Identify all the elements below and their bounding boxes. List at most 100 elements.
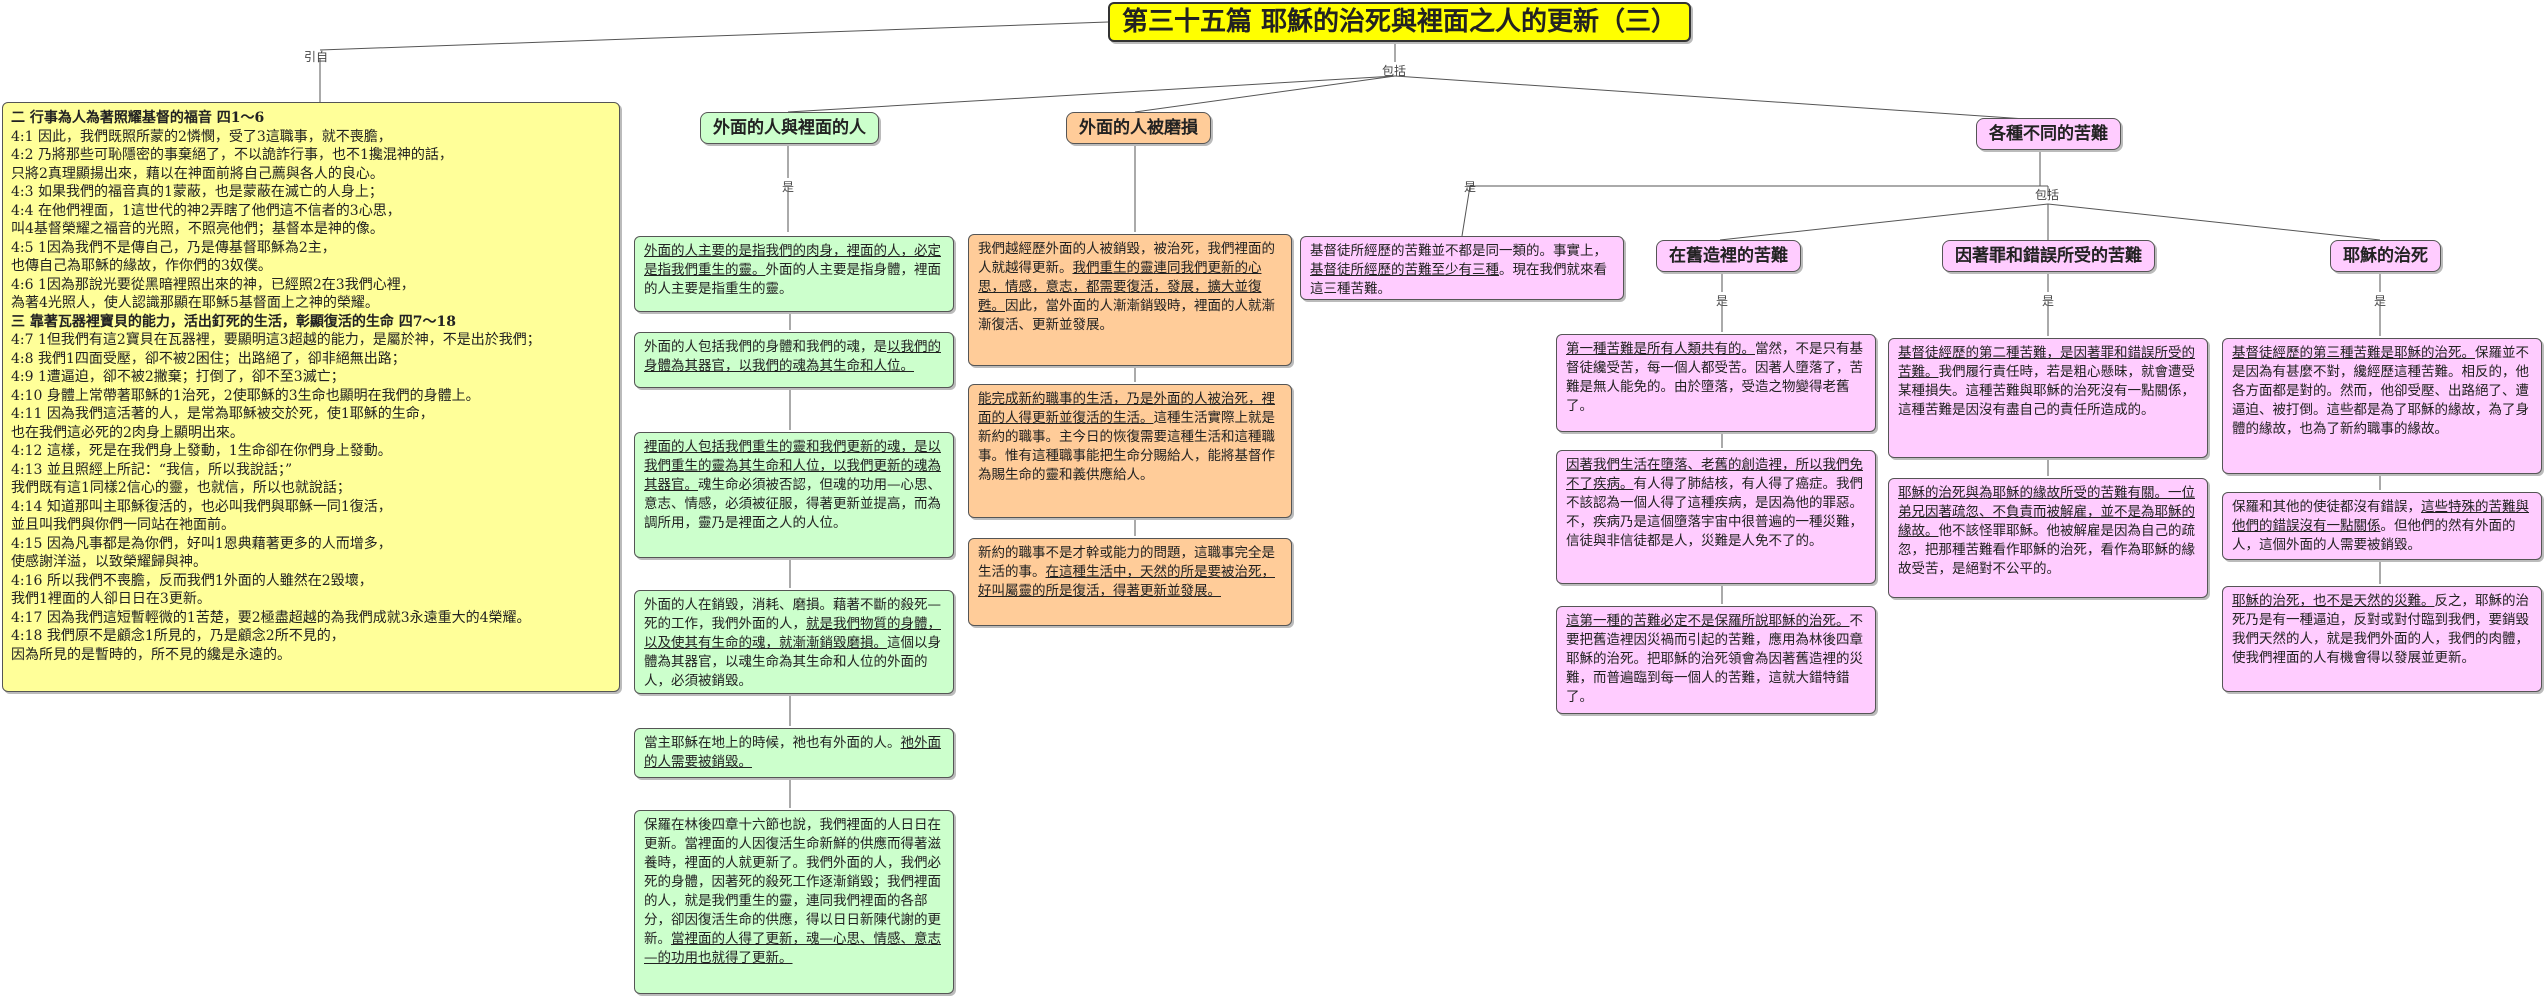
outer-man-worn-note-2: 能完成新約職事的生活，乃是外面的人被治死，裡面的人得更新並復活的生活。這種生活實… [968, 384, 1292, 518]
body-text: 我們履行責任時，若是粗心懸昧，就會遭受某種損失。這種苦難與耶穌的治死沒有一點關係… [1898, 364, 2195, 418]
body-text: 。但他們的然有外面的人，這個外面的人需要被銷毀。 [2232, 518, 2516, 553]
old-creation-note-1: 第一種苦難是所有人類共有的。當然，不是只有基督徒纔受苦，每一個人都受苦。因著人墮… [1556, 334, 1876, 432]
scripture-line: 4:11 因為我們這活著的人，是常為耶穌被交於死，使1耶穌的生命， [11, 406, 434, 422]
scripture-line: 使感謝洋溢，以致榮耀歸與神。 [11, 554, 207, 570]
scripture-line: 4:7 1但我們有這2寶貝在瓦器裡，要顯明這3超越的能力，是屬於神，不是出於我們… [11, 332, 541, 348]
edge-label-is: 是 [2374, 294, 2387, 308]
underlined-text: 就是我們物質的身體，以及使其有生命的魂，就漸漸銷毀磨損。 [644, 616, 941, 651]
page-title: 第三十五篇 耶穌的治死與裡面之人的更新（三） [1108, 2, 1692, 42]
sufferings-intro-note: 基督徒所經歷的苦難並不都是同一類的。事實上， 基督徒所經歷的苦難至少有三種。現在我… [1300, 236, 1624, 300]
scripture-line: 4:13 並且照經上所記：“我信，所以我說話；” [11, 461, 293, 478]
underlined-text: 因著我們生活在墮落、老舊的創造裡，所以我們免不了疾病。 [1566, 457, 1863, 492]
scripture-line: 我們1裡面的人卻日日在3更新。 [11, 591, 211, 607]
body-text: 外面的人主要是指身體，裡面的人主要是指重生的靈。 [644, 262, 941, 297]
outer-inner-man-note-6: 保羅在林後四章十六節也說，我們裡面的人日日在更新。當裡面的人因復活生命新鮮的供應… [634, 810, 954, 994]
scripture-passage-box: 二 行事為人為著照耀基督的福音 四1～6 4:1 因此，我們既照所蒙的2憐憫，受了… [2, 102, 620, 692]
underlined-text: 祂外面的人需要被銷毀。 [644, 735, 941, 770]
outer-inner-man-note-4: 外面的人在銷毀，消耗、磨損。藉著不斷的殺死—死的工作，我們外面的人，就是我們物質… [634, 590, 954, 694]
scripture-line: 4:4 在他們裡面，1這世代的神2弄瞎了他們這不信者的3心思， [11, 202, 401, 219]
underlined-text: 耶穌的治死與為耶穌的緣故所受的苦難有關。一位弟兄因著疏忽、不負責而被解雇，並不是… [1898, 485, 2195, 539]
scripture-line: 4:1 因此，我們既照所蒙的2憐憫，受了3這職事，就不喪膽， [11, 128, 392, 145]
body-text: 這種生活實際上就是新約的職事。主今日的恢復需要這種生活和這種職事。惟有這種職事能… [978, 410, 1275, 483]
body-text: 因此，當外面的人漸漸銷毀時，裡面的人就漸漸復活、更新並發展。 [978, 298, 1275, 333]
body-text: 保羅在林後四章十六節也說，我們裡面的人日日在更新。當裡面的人因復活生命新鮮的供應… [644, 817, 941, 947]
scripture-line: 4:12 這樣，死是在我們身上發動，1生命卻在你們身上發動。 [11, 443, 392, 459]
scripture-line: 也在我們這必死的2肉身上顯明出來。 [11, 424, 244, 441]
scripture-heading: 三 靠著瓦器裡寶貝的能力，活出釘死的生活，彰顯復活的生命 四7～18 [11, 313, 456, 330]
underlined-text: 以我們的身體為其器官，以我們的魂為其生命和人位。 [644, 339, 941, 374]
scripture-line: 叫4基督榮耀之福音的光照，不照亮他們；基督本是神的像。 [11, 221, 384, 237]
body-text: 。現在我們就來看這三種苦難。 [1310, 262, 1607, 297]
underlined-text: 耶穌的治死，也不是天然的災難。 [2232, 593, 2435, 609]
header-various-sufferings: 各種不同的苦難 [1976, 118, 2121, 150]
scripture-line: 4:17 因為我們這短暫輕微的1苦楚，要2極盡超越的為我們成就3永遠重大的4榮耀… [11, 609, 531, 626]
body-text: 基督徒所經歷的苦難並不都是同一類的。事實上， [1310, 243, 1607, 259]
header-killing-of-jesus: 耶穌的治死 [2330, 240, 2441, 272]
old-creation-note-3: 這第一種的苦難必定不是保羅所說耶穌的治死。不要把舊造裡因災禍而引起的苦難，應用為… [1556, 606, 1876, 714]
header-sin-error-suffering: 因著罪和錯誤所受的苦難 [1942, 240, 2155, 272]
scripture-line: 4:5 1因為我們不是傳自己，乃是傳基督耶穌為2主， [11, 239, 336, 256]
header-outer-inner-man: 外面的人與裡面的人 [700, 112, 879, 144]
header-old-creation-suffering: 在舊造裡的苦難 [1656, 240, 1801, 272]
scripture-line: 4:9 1遭逼迫，卻不被2撇棄；打倒了，卻不至3滅亡； [11, 369, 345, 385]
scripture-line: 也傳自己為耶穌的緣故，作你們的3奴僕。 [11, 258, 272, 274]
underlined-text: 裡面的人包括我們重生的靈和我們更新的魂，是以我們重生的靈為其生命和人位，以我們更… [644, 439, 941, 493]
underlined-text: 我們重生的靈連同我們更新的心思，情感，意志，都需要復活，發展，擴大並復甦。 [978, 260, 1262, 314]
edge-label-is: 是 [782, 180, 795, 194]
edge-label-include: 包括 [2035, 188, 2060, 202]
scripture-line: 為著4光照人，使人認識那顯在耶穌5基督面上之神的榮耀。 [11, 295, 379, 311]
underlined-text: 當裡面的人得了更新，魂—心思、情感、意志—的功用也就得了更新。 [644, 931, 941, 966]
edge-label-is: 是 [1716, 294, 1729, 308]
outer-man-worn-note-1: 我們越經歷外面的人被銷毀，被治死，我們裡面的人就越得更新。我們重生的靈連同我們更… [968, 234, 1292, 366]
edge-label-is: 是 [1464, 180, 1477, 194]
body-text: 反之，耶穌的治死乃是有一種逼迫，反對或對付臨到我們，要銷毀我們天然的人，就是我們… [2232, 593, 2529, 666]
body-text: 當主耶穌在地上的時候，祂也有外面的人。 [644, 735, 901, 751]
outer-man-worn-note-3: 新約的職事不是才幹或能力的問題，這職事完全是生活的事。在這種生活中，天然的所是要… [968, 538, 1292, 626]
killing-of-jesus-note-2: 保羅和其他的使徒都沒有錯誤，這些特殊的苦難與他們的錯誤沒有一點關係。但他們的然有… [2222, 492, 2542, 560]
body-text: 不要把舊造裡因災禍而引起的苦難，應用為林後四章耶穌的治死。把耶穌的治死領會為因著… [1566, 613, 1863, 705]
body-text: 外面的人在銷毀，消耗、磨損。藉著不斷的殺死—死的工作，我們外面的人， [644, 597, 941, 632]
body-text: 他不該怪罪耶穌。他被解雇是因為自己的疏忽，把那種苦難看作耶穌的治死，看作為耶穌的… [1898, 523, 2195, 577]
body-text: 新約的職事不是才幹或能力的問題，這職事完全是生活的事。 [978, 545, 1275, 580]
old-creation-note-2: 因著我們生活在墮落、老舊的創造裡，所以我們免不了疾病。有人得了肺結核，有人得了癌… [1556, 450, 1876, 584]
scripture-line: 我們既有這1同樣2信心的靈，也就信，所以也就說話； [11, 480, 351, 496]
underlined-text: 基督徒經歷的第三種苦難是耶穌的治死。 [2232, 345, 2475, 361]
body-text: 當然，不是只有基督徒纔受苦，每一個人都受苦。因著人墮落了，苦難是無人能免的。由於… [1566, 341, 1863, 414]
killing-of-jesus-note-1: 基督徒經歷的第三種苦難是耶穌的治死。保羅並不是因為有甚麼不對，纔經歷這種苦難。相… [2222, 338, 2542, 474]
sin-error-note-2: 耶穌的治死與為耶穌的緣故所受的苦難有關。一位弟兄因著疏忽、不負責而被解雇，並不是… [1888, 478, 2208, 598]
body-text: 這個以身體為其器官，以魂生命為其生命和人位的外面的人，必須被銷毀。 [644, 635, 941, 689]
edge-label-is: 是 [2042, 294, 2055, 308]
edge-label-include: 包括 [1382, 64, 1407, 78]
scripture-line: 並且叫我們與你們一同站在祂面前。 [11, 517, 235, 533]
underlined-text: 在這種生活中，天然的所是要被治死，好叫屬靈的所是復活，得著更新並發展。 [978, 564, 1275, 599]
scripture-line: 4:15 因為凡事都是為你們，好叫1恩典藉著更多的人而增多， [11, 535, 392, 552]
header-outer-man-worn: 外面的人被磨損 [1066, 112, 1211, 144]
body-text: 有人得了肺結核，有人得了癌症。我們不該認為一個人得了這種疾病，是因為他的罪惡。不… [1566, 476, 1863, 549]
underlined-text: 能完成新約職事的生活，乃是外面的人被治死，裡面的人得更新並復活的生活。 [978, 391, 1275, 426]
underlined-text: 基督徒經歷的第二種苦難，是因著罪和錯誤所受的苦難。 [1898, 345, 2195, 380]
scripture-heading: 二 行事為人為著照耀基督的福音 四1～6 [11, 110, 265, 126]
scripture-line: 4:6 1因為那說光要從黑暗裡照出來的神，已經照2在3我們心裡， [11, 276, 415, 293]
scripture-line: 4:10 身體上常帶著耶穌的1治死，2使耶穌的3生命也顯明在我們的身體上。 [11, 387, 480, 404]
outer-inner-man-note-5: 當主耶穌在地上的時候，祂也有外面的人。祂外面的人需要被銷毀。 [634, 728, 954, 778]
body-text: 魂生命必須被否認，但魂的功用—心思、意志、情感，必須被征服，得著更新並提高，而為… [644, 477, 941, 531]
underlined-text: 外面的人主要的是指我們的肉身，裡面的人，必定是指我們重生的靈。 [644, 243, 941, 278]
body-text: 保羅和其他的使徒都沒有錯誤， [2232, 499, 2421, 515]
body-text: 我們越經歷外面的人被銷毀，被治死，我們裡面的人就越得更新。 [978, 241, 1275, 276]
scripture-line: 4:18 我們原不是顧念1所見的，乃是顧念2所不見的， [11, 628, 345, 644]
scripture-line: 4:3 如果我們的福音真的1蒙蔽，也是蒙蔽在滅亡的人身上； [11, 184, 383, 200]
underlined-text: 基督徒所經歷的苦難至少有三種 [1310, 262, 1499, 278]
outer-inner-man-note-2: 外面的人包括我們的身體和我們的魂，是以我們的身體為其器官，以我們的魂為其生命和人… [634, 332, 954, 388]
scripture-line: 4:16 所以我們不喪膽，反而我們1外面的人雖然在2毀壞， [11, 572, 373, 589]
sin-error-note-1: 基督徒經歷的第二種苦難，是因著罪和錯誤所受的苦難。我們履行責任時，若是粗心懸昧，… [1888, 338, 2208, 458]
scripture-line: 4:8 我們1四面受壓，卻不被2困住；出路絕了，卻非絕無出路； [11, 350, 406, 367]
underlined-text: 這些特殊的苦難與他們的錯誤沒有一點關係 [2232, 499, 2529, 534]
scripture-line: 只將2真理顯揚出來，藉以在神面前將自己薦與各人的良心。 [11, 165, 384, 182]
outer-inner-man-note-1: 外面的人主要的是指我們的肉身，裡面的人，必定是指我們重生的靈。外面的人主要是指身… [634, 236, 954, 312]
underlined-text: 這第一種的苦難必定不是保羅所說耶穌的治死。 [1566, 613, 1850, 629]
scripture-line: 4:2 乃將那些可恥隱密的事棄絕了，不以詭詐行事，也不1攙混神的話， [11, 147, 453, 163]
scripture-line: 因為所見的是暫時的，所不見的纔是永遠的。 [11, 646, 291, 663]
body-text: 外面的人包括我們的身體和我們的魂，是 [644, 339, 887, 355]
underlined-text: 第一種苦難是所有人類共有的。 [1566, 341, 1755, 357]
